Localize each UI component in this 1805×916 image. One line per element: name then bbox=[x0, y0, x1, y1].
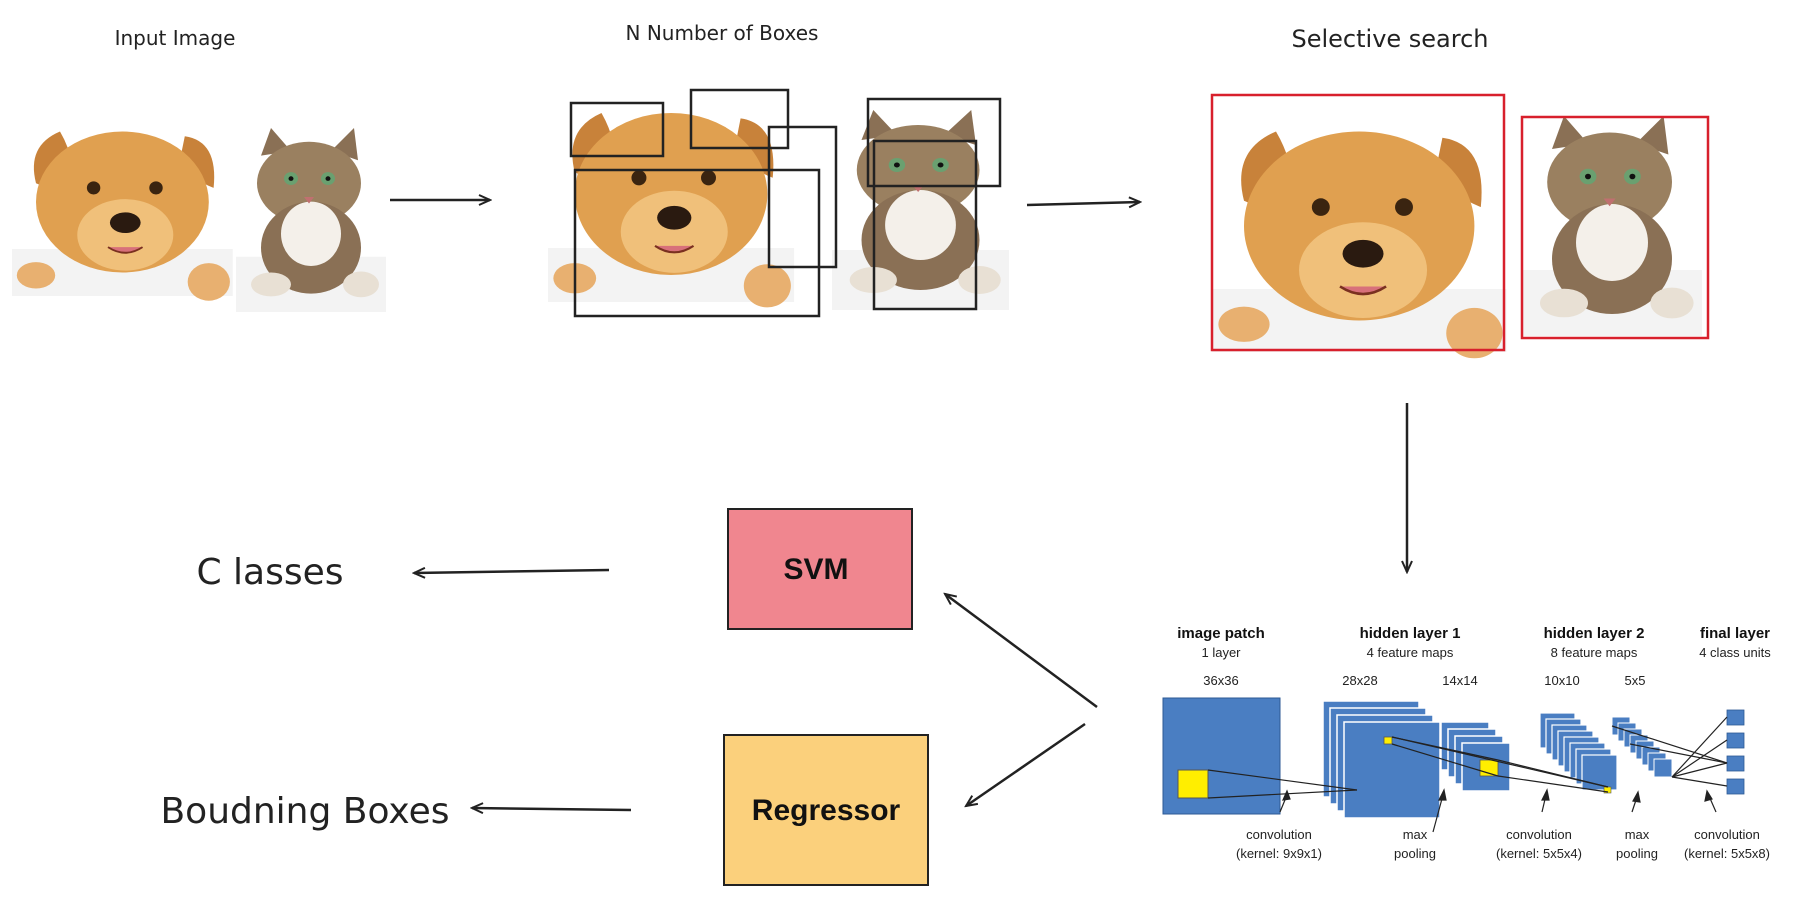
hidden-layer-1-maps bbox=[1322, 700, 1441, 819]
cnn-size-label: 10x10 bbox=[1544, 673, 1579, 688]
cnn-op-label: (kernel: 9x9x1) bbox=[1236, 846, 1322, 861]
proposal-box bbox=[573, 168, 821, 318]
arrow-cnn-to-svm bbox=[945, 594, 1098, 709]
cnn-op-label: pooling bbox=[1394, 846, 1436, 861]
cnn-op-label: convolution bbox=[1506, 827, 1572, 842]
connection-lines bbox=[1207, 716, 1728, 799]
cnn-op-label: pooling bbox=[1616, 846, 1658, 861]
selected-region-cat bbox=[1520, 115, 1710, 340]
regressor-label: Regressor bbox=[752, 794, 901, 827]
input-image-label: Input Image bbox=[115, 26, 236, 50]
final-layer-units bbox=[1726, 709, 1745, 795]
proposal-box bbox=[569, 101, 665, 158]
regressor-block: Regressor bbox=[723, 734, 929, 886]
arrow-svm-to-classes bbox=[414, 570, 610, 573]
class-unit bbox=[1726, 709, 1745, 726]
arrow-to-selective bbox=[1026, 202, 1140, 205]
cnn-header-sub: 4 class units bbox=[1699, 645, 1771, 660]
svm-box bbox=[727, 508, 913, 630]
cnn-header-sub: 8 feature maps bbox=[1551, 645, 1638, 660]
cnn-size-label: 28x28 bbox=[1342, 673, 1377, 688]
svm-block: SVM bbox=[727, 508, 913, 630]
class-unit bbox=[1726, 778, 1745, 795]
hidden-1-patch bbox=[1383, 736, 1393, 745]
proposal-box bbox=[689, 88, 790, 150]
cnn-header-title: hidden layer 2 bbox=[1544, 625, 1645, 642]
cnn-op-label: convolution bbox=[1694, 827, 1760, 842]
classes-label: C lasses bbox=[196, 552, 343, 593]
input-image bbox=[11, 128, 386, 312]
cnn-op-label: convolution bbox=[1246, 827, 1312, 842]
pooled-layer-2-maps bbox=[1611, 716, 1673, 778]
cnn-size-label: 36x36 bbox=[1203, 673, 1238, 688]
cnn-op-label: (kernel: 5x5x8) bbox=[1684, 846, 1770, 861]
selected-region-dog bbox=[1210, 93, 1506, 352]
svm-label: SVM bbox=[783, 553, 848, 586]
cnn-header-title: hidden layer 1 bbox=[1360, 625, 1461, 642]
cnn-op-label: (kernel: 5x5x4) bbox=[1496, 846, 1582, 861]
cnn-diagram: image patch 1 layer hidden layer 1 4 fea… bbox=[1162, 625, 1771, 861]
bounding-boxes-label: Boudning Boxes bbox=[160, 791, 449, 832]
cnn-header-sub: 1 layer bbox=[1201, 645, 1241, 660]
cnn-header-title: image patch bbox=[1177, 625, 1265, 642]
class-unit bbox=[1726, 755, 1745, 772]
cnn-op-label: max bbox=[1403, 827, 1428, 842]
cnn-size-label: 14x14 bbox=[1442, 673, 1477, 688]
selective-search-label: Selective search bbox=[1291, 25, 1488, 53]
cnn-size-label: 5x5 bbox=[1625, 673, 1646, 688]
selective-search-image bbox=[1210, 116, 1702, 360]
cnn-op-label: max bbox=[1625, 827, 1650, 842]
hidden-layer-2-maps bbox=[1539, 712, 1618, 791]
arrow-regressor-to-boxes bbox=[472, 808, 632, 810]
proposal-box bbox=[866, 97, 1002, 188]
class-unit bbox=[1726, 732, 1745, 749]
input-patch-window bbox=[1177, 769, 1209, 799]
proposal-box bbox=[767, 125, 838, 269]
proposal-box bbox=[872, 139, 978, 311]
arrow-cnn-to-regressor bbox=[966, 722, 1086, 806]
cnn-header-title: final layer bbox=[1700, 625, 1770, 642]
regressor-box bbox=[723, 734, 929, 886]
proposal-boxes bbox=[569, 88, 1002, 318]
op-pointers bbox=[1279, 788, 1717, 833]
cnn-header-sub: 4 feature maps bbox=[1367, 645, 1454, 660]
n-boxes-label: N Number of Boxes bbox=[626, 21, 819, 45]
